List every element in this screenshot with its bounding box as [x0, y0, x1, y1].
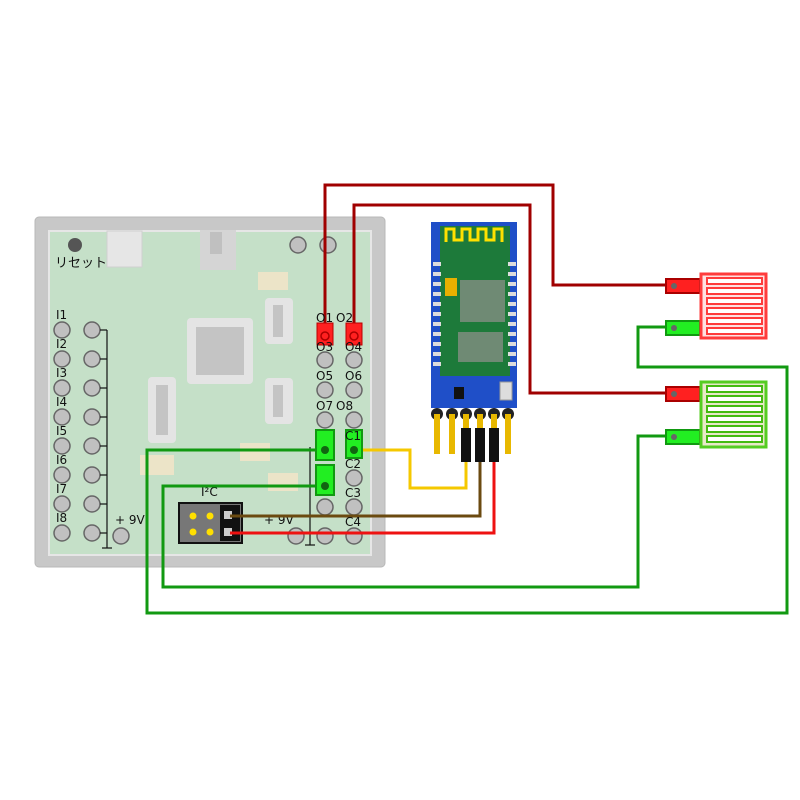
- input-ground-terminal[interactable]: [83, 350, 101, 368]
- pads: [315, 322, 363, 496]
- connector-terminal[interactable]: [345, 498, 363, 516]
- input-terminal[interactable]: [53, 379, 71, 397]
- sensor-trace: [706, 317, 763, 325]
- output-label: O8: [336, 399, 353, 413]
- wire-green-top-sensor: [145, 325, 789, 615]
- o1-pad[interactable]: [316, 322, 334, 346]
- reset-label: リセット: [55, 256, 107, 271]
- power-label-left: + 9V: [115, 513, 146, 527]
- i2c-label: I²C: [201, 485, 218, 499]
- water-sensor-top: [665, 272, 768, 340]
- connector-terminal[interactable]: [316, 527, 334, 545]
- output-label: O2: [336, 311, 353, 325]
- input-ground-terminal[interactable]: [83, 408, 101, 426]
- power-terminal-right[interactable]: [287, 527, 305, 545]
- wire-green-bottom-sensor: [161, 434, 668, 589]
- module-pin[interactable]: [434, 414, 440, 454]
- input-label: I6: [56, 453, 67, 467]
- input-terminal[interactable]: [53, 350, 71, 368]
- usb-port: [106, 230, 143, 268]
- o2-pad[interactable]: [345, 322, 363, 346]
- sensor-trace: [706, 415, 763, 423]
- input-terminal[interactable]: [53, 495, 71, 513]
- sensor-trace: [706, 435, 763, 443]
- input-terminal[interactable]: [53, 321, 71, 339]
- connector-terminal[interactable]: [345, 469, 363, 487]
- output-label: O6: [345, 369, 362, 383]
- wire-yellow-c1: [354, 448, 468, 490]
- input-ground-terminal[interactable]: [83, 437, 101, 455]
- input-terminal[interactable]: [53, 408, 71, 426]
- input-terminal[interactable]: [53, 524, 71, 542]
- jumper-header: [475, 428, 485, 462]
- input-label: I3: [56, 366, 67, 380]
- connector-label: C2: [345, 457, 361, 471]
- sensor-trace: [706, 307, 763, 315]
- connector-label: C1: [345, 429, 361, 443]
- wire-red-i2c: [230, 460, 496, 535]
- green-pad-1[interactable]: [315, 429, 335, 461]
- module-button: [499, 381, 513, 401]
- input-ground-terminal[interactable]: [83, 379, 101, 397]
- wire-o2-to-bottom-sensor: [352, 203, 668, 395]
- output-terminal[interactable]: [345, 381, 363, 399]
- output-label: O5: [316, 369, 333, 383]
- input-label: I8: [56, 511, 67, 525]
- output-terminal[interactable]: [316, 381, 334, 399]
- input-label: I5: [56, 424, 67, 438]
- green-pad-2[interactable]: [315, 464, 335, 496]
- input-terminal[interactable]: [53, 437, 71, 455]
- input-ground-terminal[interactable]: [83, 466, 101, 484]
- output-terminal[interactable]: [316, 411, 334, 429]
- module-pin[interactable]: [449, 414, 455, 454]
- jumper-header: [461, 428, 471, 462]
- output-label: O1: [316, 311, 333, 325]
- connector-label: C4: [345, 515, 361, 529]
- power-terminal[interactable]: [112, 527, 130, 545]
- sensor-trace: [706, 277, 763, 285]
- input-label: I2: [56, 337, 67, 351]
- reset-button[interactable]: [68, 238, 82, 252]
- input-label: I4: [56, 395, 67, 409]
- sensor-trace: [706, 385, 763, 393]
- jumper-header: [489, 428, 499, 462]
- input-ground-terminal[interactable]: [83, 321, 101, 339]
- input-ground-terminal[interactable]: [83, 524, 101, 542]
- sensor-trace: [706, 327, 763, 335]
- output-terminal[interactable]: [316, 351, 334, 369]
- bluetooth-module: [431, 222, 517, 462]
- input-terminal[interactable]: [53, 466, 71, 484]
- input-label: I7: [56, 482, 67, 496]
- sensor-trace: [706, 287, 763, 295]
- input-label: I1: [56, 308, 67, 322]
- sensor-trace: [706, 425, 763, 433]
- wire-o1-to-top-sensor: [323, 183, 668, 335]
- connector-terminal[interactable]: [316, 498, 334, 516]
- output-label: O4: [345, 340, 362, 354]
- wires: [145, 183, 789, 615]
- output-label: O7: [316, 399, 333, 413]
- sensor-trace: [706, 297, 763, 305]
- sensor-trace: [706, 405, 763, 413]
- output-terminal[interactable]: [345, 411, 363, 429]
- output-terminal[interactable]: [345, 351, 363, 369]
- antenna-trace: [444, 227, 504, 242]
- output-label: O3: [316, 340, 333, 354]
- wire-brown-i2c: [230, 460, 482, 518]
- module-pin[interactable]: [505, 414, 511, 454]
- water-sensor-bottom: [665, 380, 768, 449]
- sensor-trace: [706, 395, 763, 403]
- connector-terminal[interactable]: [345, 527, 363, 545]
- connector-label: C3: [345, 486, 361, 500]
- input-ground-terminal[interactable]: [83, 495, 101, 513]
- c1-pad[interactable]: [345, 429, 363, 459]
